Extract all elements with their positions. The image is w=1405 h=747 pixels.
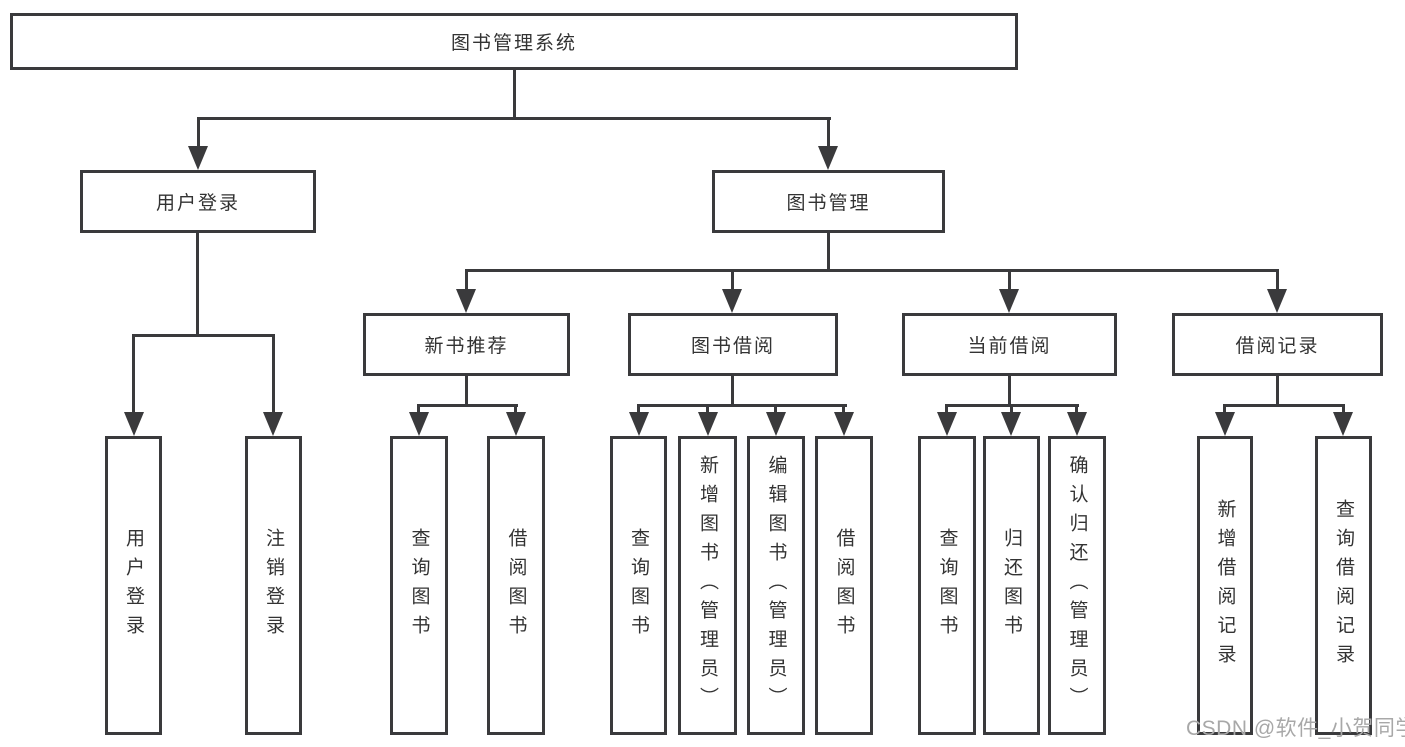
arrowhead-new-book bbox=[456, 289, 476, 313]
connector-nb-borrow-stem bbox=[514, 404, 517, 416]
connector-cb-return-stem bbox=[1010, 404, 1013, 416]
leaf-br-query-record: 查询借阅记录 bbox=[1315, 436, 1372, 735]
leaf-user-login: 用户登录 bbox=[105, 436, 162, 735]
leaf-bb-edit-books-admin: 编辑图书（管理员） bbox=[747, 436, 805, 735]
leaf-nb-borrow-books-label: 借阅图书 bbox=[505, 527, 527, 644]
leaf-br-query-record-label: 查询借阅记录 bbox=[1333, 498, 1354, 673]
connector-leaf-login-stem bbox=[132, 334, 135, 414]
arrowhead-cb-query bbox=[937, 412, 957, 436]
arrowhead-cb-return bbox=[1001, 412, 1021, 436]
arrowhead-bb-add bbox=[698, 412, 718, 436]
node-book-management: 图书管理 bbox=[712, 170, 945, 233]
leaf-br-add-record-label: 新增借阅记录 bbox=[1214, 498, 1236, 673]
arrowhead-leaf-login bbox=[124, 412, 144, 436]
connector-book-mgmt-down bbox=[827, 233, 830, 272]
arrowhead-br-query bbox=[1333, 412, 1353, 436]
leaf-bb-borrow-books-label: 借阅图书 bbox=[833, 527, 855, 644]
node-current-borrowing: 当前借阅 bbox=[902, 313, 1117, 376]
connector-new-book-bar bbox=[417, 404, 518, 407]
connector-nb-query-stem bbox=[417, 404, 420, 416]
leaf-bb-borrow-books: 借阅图书 bbox=[815, 436, 873, 735]
leaf-cb-confirm-return-admin-label: 确认归还（管理员） bbox=[1066, 455, 1088, 716]
leaf-bb-add-books-admin-label: 新增图书（管理员） bbox=[697, 455, 718, 716]
connector-bb-query-stem bbox=[637, 404, 640, 416]
arrowhead-nb-query bbox=[409, 412, 429, 436]
node-current-borrowing-label: 当前借阅 bbox=[967, 336, 1052, 357]
node-book-borrowing: 图书借阅 bbox=[628, 313, 838, 376]
arrowhead-leaf-logout bbox=[263, 412, 283, 436]
leaf-br-add-record: 新增借阅记录 bbox=[1197, 436, 1253, 735]
connector-root-bar bbox=[197, 117, 831, 120]
csdn-watermark: CSDN @软件_小贺同学 bbox=[1186, 717, 1405, 740]
node-new-book-recommend-label: 新书推荐 bbox=[424, 336, 509, 357]
connector-current-down bbox=[1008, 376, 1011, 407]
node-root-label: 图书管理系统 bbox=[450, 33, 577, 54]
arrowhead-bb-borrow bbox=[834, 412, 854, 436]
arrowhead-cb-confirm bbox=[1067, 412, 1087, 436]
leaf-logout-label: 注销登录 bbox=[263, 527, 284, 644]
arrowhead-nb-borrow bbox=[506, 412, 526, 436]
connector-records-bar bbox=[1223, 404, 1345, 407]
connector-root-stem bbox=[513, 70, 516, 120]
leaf-nb-query-books: 查询图书 bbox=[390, 436, 448, 735]
leaf-cb-query-books: 查询图书 bbox=[918, 436, 976, 735]
connector-new-book-stem bbox=[465, 269, 468, 291]
connector-borrowing-stem bbox=[731, 269, 734, 291]
connector-cb-query-stem bbox=[945, 404, 948, 416]
leaf-user-login-label: 用户登录 bbox=[123, 527, 144, 644]
node-new-book-recommend: 新书推荐 bbox=[363, 313, 570, 376]
connector-user-login-bar bbox=[132, 334, 275, 337]
connector-user-login-down bbox=[196, 233, 199, 337]
arrowhead-current bbox=[999, 289, 1019, 313]
connector-borrowing-down bbox=[731, 376, 734, 407]
connector-records-stem bbox=[1276, 269, 1279, 291]
leaf-nb-query-books-label: 查询图书 bbox=[408, 527, 430, 644]
leaf-logout: 注销登录 bbox=[245, 436, 302, 735]
connector-leaf-logout-stem bbox=[272, 334, 275, 414]
arrowhead-user-login bbox=[188, 146, 208, 170]
leaf-bb-edit-books-admin-label: 编辑图书（管理员） bbox=[765, 455, 787, 716]
node-root-system: 图书管理系统 bbox=[10, 13, 1018, 70]
node-book-borrowing-label: 图书借阅 bbox=[690, 336, 775, 357]
connector-book-mgmt-bar bbox=[465, 269, 1279, 272]
connector-br-add-stem bbox=[1223, 404, 1226, 416]
leaf-bb-query-books-label: 查询图书 bbox=[628, 527, 649, 644]
leaf-bb-query-books: 查询图书 bbox=[610, 436, 667, 735]
connector-current-stem bbox=[1008, 269, 1011, 291]
node-user-login: 用户登录 bbox=[80, 170, 316, 233]
connector-new-book-down bbox=[465, 376, 468, 407]
leaf-cb-return-books-label: 归还图书 bbox=[1001, 527, 1022, 644]
leaf-cb-confirm-return-admin: 确认归还（管理员） bbox=[1048, 436, 1106, 735]
node-borrowing-records-label: 借阅记录 bbox=[1235, 336, 1320, 357]
connector-bb-add-stem bbox=[706, 404, 709, 416]
connector-bb-edit-stem bbox=[774, 404, 777, 416]
arrowhead-book-mgmt bbox=[818, 146, 838, 170]
node-user-login-label: 用户登录 bbox=[155, 193, 240, 214]
arrowhead-borrowing bbox=[722, 289, 742, 313]
node-borrowing-records: 借阅记录 bbox=[1172, 313, 1383, 376]
arrowhead-bb-query bbox=[629, 412, 649, 436]
connector-borrowing-bar bbox=[637, 404, 847, 407]
connector-records-down bbox=[1276, 376, 1279, 407]
connector-user-login-stem bbox=[197, 117, 200, 150]
connector-cb-confirm-stem bbox=[1075, 404, 1078, 416]
node-book-management-label: 图书管理 bbox=[786, 193, 871, 214]
arrowhead-records bbox=[1267, 289, 1287, 313]
arrowhead-br-add bbox=[1215, 412, 1235, 436]
arrowhead-bb-edit bbox=[766, 412, 786, 436]
connector-br-query-stem bbox=[1342, 404, 1345, 416]
connector-book-mgmt-stem bbox=[827, 117, 830, 150]
leaf-cb-query-books-label: 查询图书 bbox=[936, 527, 958, 644]
leaf-cb-return-books: 归还图书 bbox=[983, 436, 1040, 735]
leaf-nb-borrow-books: 借阅图书 bbox=[487, 436, 545, 735]
connector-bb-borrow-stem bbox=[842, 404, 845, 416]
leaf-bb-add-books-admin: 新增图书（管理员） bbox=[678, 436, 737, 735]
